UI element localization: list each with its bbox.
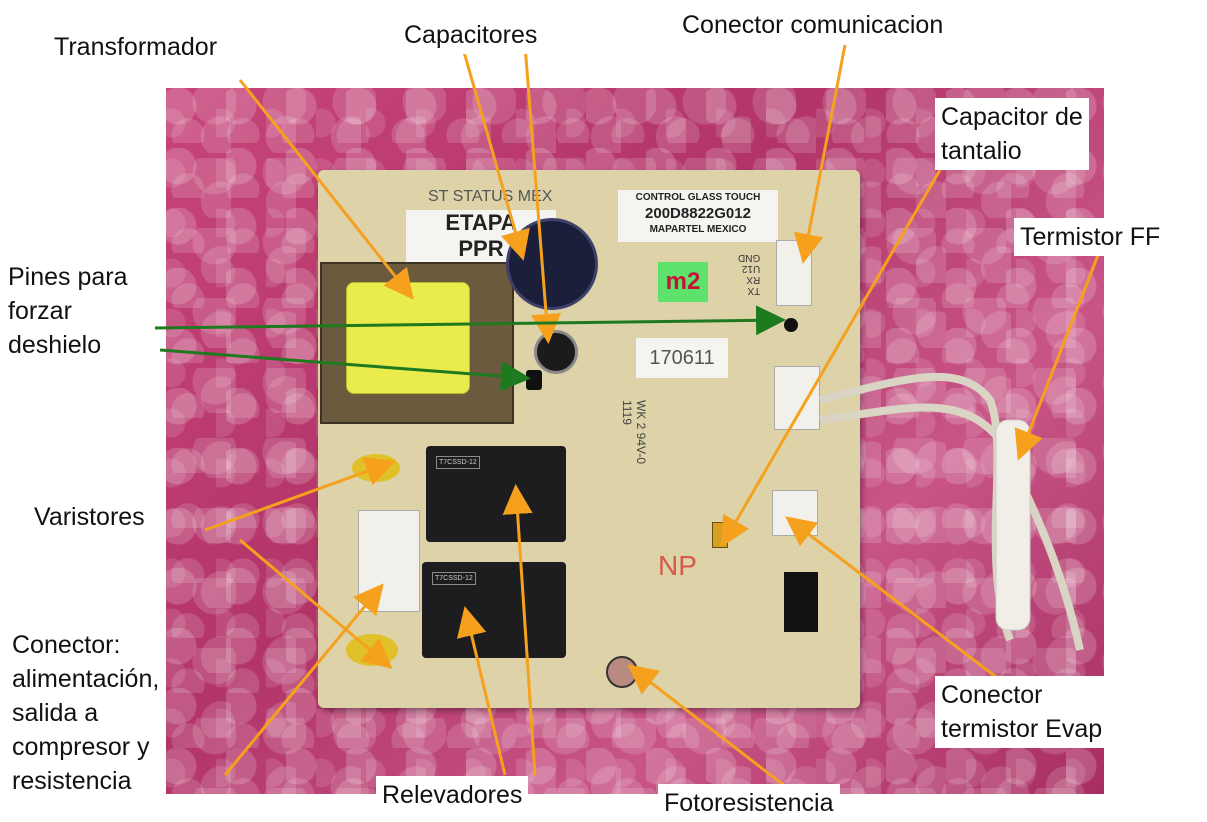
ff-thermistor-probe bbox=[995, 419, 1031, 631]
label-conector-alimentacion: Conector: alimentación, salida a compres… bbox=[6, 626, 166, 800]
defrost-pins-right bbox=[784, 318, 798, 332]
number-sticker: 170611 bbox=[636, 338, 728, 378]
label-termistor-ff: Termistor FF bbox=[1014, 218, 1167, 256]
ppr-text: PPR bbox=[458, 236, 504, 261]
label-fotoresistencia: Fotoresistencia bbox=[658, 784, 840, 822]
status-text: ST STATUS MEX bbox=[428, 188, 553, 205]
transformer-coil bbox=[346, 282, 470, 394]
control-board: ETAPA PPR ST STATUS MEX CONTROL GLASS TO… bbox=[318, 170, 860, 708]
header-pins bbox=[784, 572, 818, 632]
handwritten-sticker: m2 bbox=[658, 262, 708, 302]
sticker-number: 170611 bbox=[649, 347, 715, 369]
label-conector-termistor-evap: Conector termistor Evap bbox=[935, 676, 1109, 748]
maker-text: MAPARTEL MEXICO bbox=[649, 224, 747, 235]
ff-thermistor-connector bbox=[774, 366, 820, 430]
np-mark: NP bbox=[658, 550, 697, 581]
label-varistores: Varistores bbox=[28, 498, 151, 536]
relay-1: T7CSSD-12 bbox=[426, 446, 566, 542]
control-text: CONTROL GLASS TOUCH bbox=[635, 192, 761, 203]
label-capacitor-tantalio: Capacitor de tantalio bbox=[935, 98, 1089, 170]
label-pines-deshielo: Pines para forzar deshielo bbox=[2, 258, 134, 364]
label-relevadores: Relevadores bbox=[376, 776, 529, 814]
relay-2-label: T7CSSD-12 bbox=[432, 572, 476, 585]
label-conector-comunicacion: Conector comunicacion bbox=[676, 6, 950, 44]
relay-1-label: T7CSSD-12 bbox=[436, 456, 480, 469]
label-transformador: Transformador bbox=[48, 28, 224, 66]
relay-2: T7CSSD-12 bbox=[422, 562, 566, 658]
label-capacitores: Capacitores bbox=[398, 16, 544, 54]
control-sticker: CONTROL GLASS TOUCH 200D8822G012 MAPARTE… bbox=[618, 190, 778, 242]
part-number: 200D8822G012 bbox=[645, 205, 751, 222]
handwritten-text: m2 bbox=[665, 268, 701, 295]
